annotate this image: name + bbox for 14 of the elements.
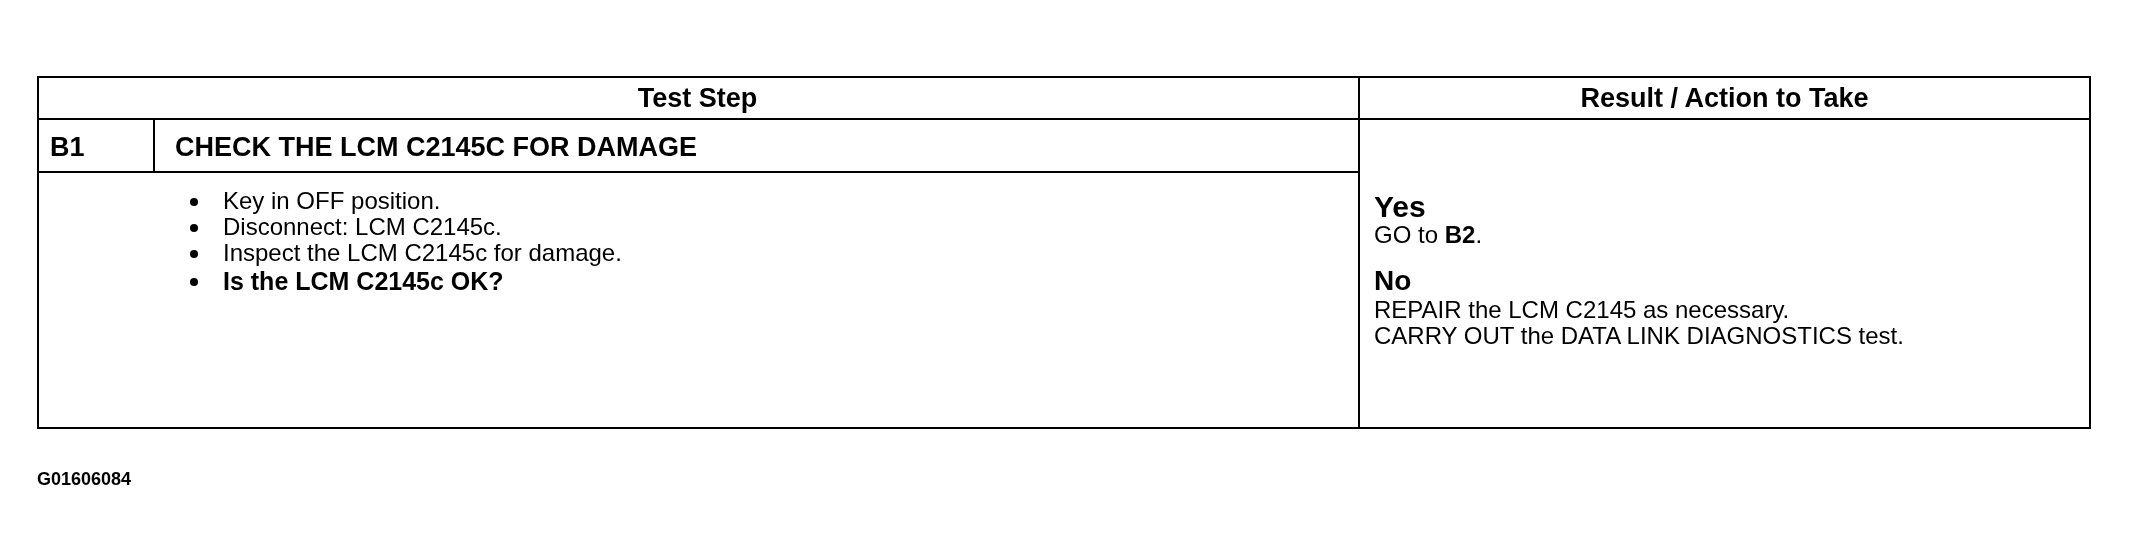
action-text: GO to B2. bbox=[1374, 222, 1483, 249]
question-text: Is the LCM C2145c OK? bbox=[223, 268, 504, 296]
action-text: REPAIR the LCM C2145 as necessary. bbox=[1374, 297, 1790, 324]
column-header: Result / Action to Take bbox=[1579, 84, 1870, 114]
instruction-text: Inspect the LCM C2145c for damage. bbox=[223, 240, 622, 267]
column-header: Test Step bbox=[636, 84, 759, 114]
step-title: CHECK THE LCM C2145C FOR DAMAGE bbox=[175, 133, 698, 163]
result-heading: No bbox=[1374, 266, 1412, 297]
action-text: CARRY OUT the DATA LINK DIAGNOSTICS test. bbox=[1374, 323, 1905, 350]
figure-id: G01606084 bbox=[37, 470, 132, 490]
instruction-text: Disconnect: LCM C2145c. bbox=[223, 214, 502, 241]
result-heading: Yes bbox=[1374, 190, 1426, 223]
instruction-text: Key in OFF position. bbox=[223, 188, 441, 215]
step-number: B1 bbox=[50, 133, 85, 163]
